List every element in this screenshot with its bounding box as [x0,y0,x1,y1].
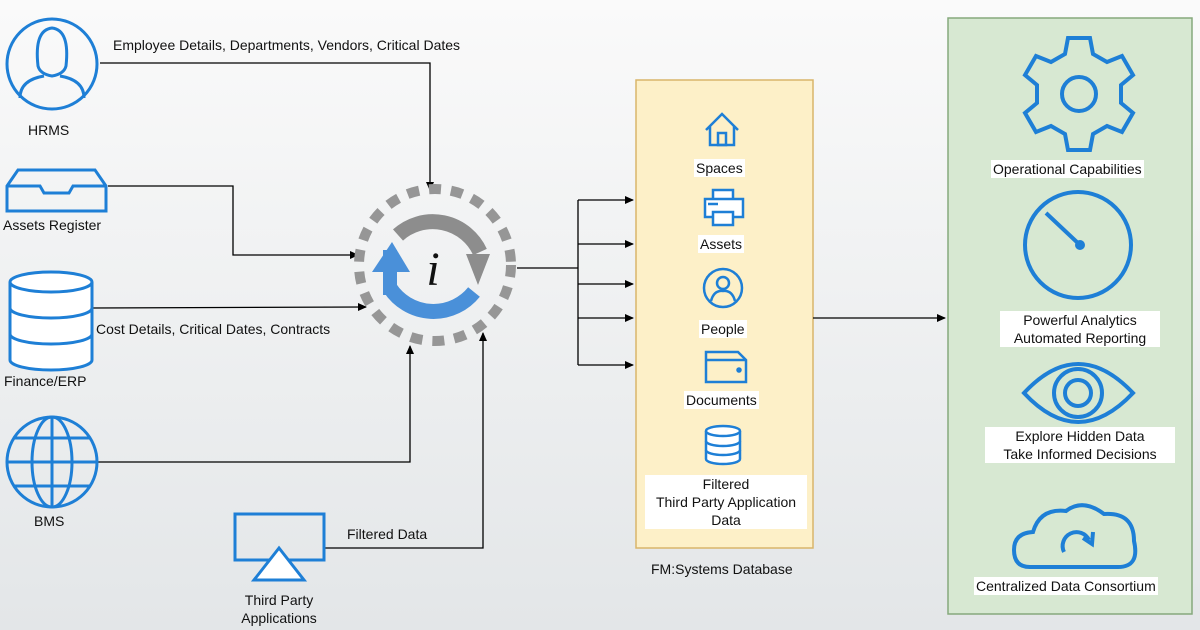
assets-label: Assets [698,235,745,253]
filtered-data-line-3: Data [711,512,741,528]
database-icon [8,270,94,372]
cloud-sync-icon [1011,503,1138,569]
eye-icon [1021,362,1136,424]
gauge-icon [1023,190,1133,300]
info-sync-icon: i [354,184,516,346]
spaces-label: Spaces [694,159,745,177]
documents-label: Documents [684,391,759,409]
explore-label-line-1: Explore Hidden Data [1015,428,1145,444]
wallet-icon [704,350,748,384]
assets-register-label: Assets Register [3,217,102,233]
explore-label-line-2: Take Informed Decisions [1003,446,1157,462]
connector-bms [97,345,414,463]
third-party-label: Third Party Applications [234,591,324,627]
database-panel [635,79,814,549]
analytics-label-line-1: Powerful Analytics [1023,312,1137,328]
explore-label: Explore Hidden Data Take Informed Decisi… [985,427,1175,463]
hrms-flow-label: Employee Details, Departments, Vendors, … [113,37,461,53]
globe-icon [5,415,99,509]
analytics-label: Powerful Analytics Automated Reporting [1000,311,1160,347]
gear-icon [1022,36,1136,152]
bms-label: BMS [34,513,65,529]
finance-label: Finance/ERP [4,373,87,389]
third-party-label-line-1: Third Party [244,592,314,608]
connector-finance [91,303,367,312]
connector-third-party [324,332,487,549]
analytics-label-line-2: Automated Reporting [1013,330,1147,346]
printer-icon [703,188,745,227]
connector-assets-register [108,185,359,259]
hrms-label: HRMS [28,122,70,138]
connector-hrms [100,62,434,191]
inbox-tray-icon [5,168,108,213]
person-circle-icon [702,267,744,309]
filtered-database-icon [704,424,742,466]
database-caption: FM:Systems Database [651,561,793,577]
consortium-label: Centralized Data Consortium [974,577,1158,595]
third-party-flow-label: Filtered Data [347,526,428,542]
filtered-data-line-2: Third Party Application [655,494,797,510]
operational-label: Operational Capabilities [991,160,1144,178]
filtered-data-label: Filtered Third Party Application Data [645,475,807,529]
home-icon [705,112,739,147]
third-party-label-line-2: Applications [241,610,317,626]
user-icon [5,17,99,111]
monitor-icon [233,512,326,582]
svg-text:i: i [426,243,439,296]
people-label: People [699,320,747,338]
filtered-data-line-1: Filtered [702,476,750,492]
connectors [91,62,946,549]
finance-flow-label: Cost Details, Critical Dates, Contracts [96,321,331,337]
